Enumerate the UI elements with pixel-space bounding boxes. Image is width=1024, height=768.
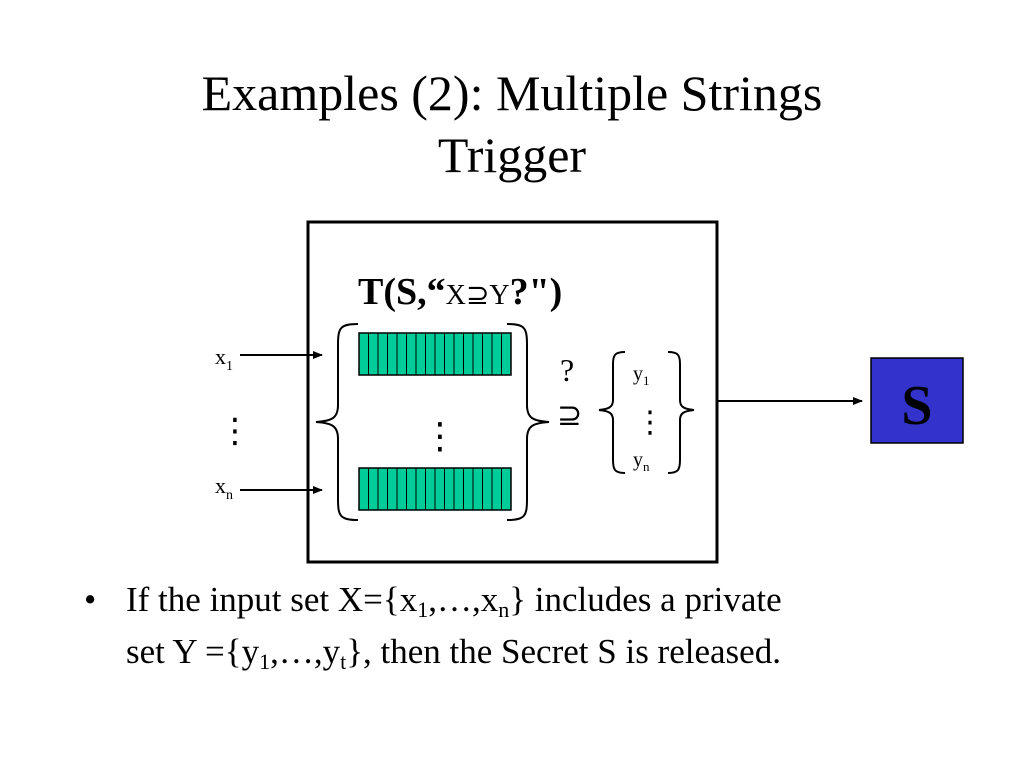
bullet-symbol: • [84,580,97,619]
input-x1: x1 [215,344,233,374]
bullet-line2: set Y ={y1,…,yt}, then the Secret S is r… [126,632,781,674]
question-mark: ? [560,352,574,388]
trigger-label-y: Y [489,280,509,311]
small-right-brace [667,351,695,474]
input-xn: xn [215,473,233,503]
trigger-label-x: X [446,280,466,311]
slide-title: Examples (2): Multiple Strings Trigger [0,62,1024,186]
small-left-brace [598,351,626,474]
trigger-label-suffix: ?") [510,271,563,313]
input-dots: ⋮ [218,411,252,451]
bullet-text: If the input set X={x1,…,xn} includes a … [126,574,1006,678]
register-top [358,332,512,376]
bullet-line1: If the input set X={x1,…,xn} includes a … [126,580,782,622]
superset-symbol: ⊇ [557,398,582,433]
secret-box [870,357,964,444]
register-bottom [358,467,512,511]
register-dots: ⋮ [422,416,458,457]
right-brace [506,323,550,521]
secret-label: S [901,375,932,437]
slide-title-line1: Examples (2): Multiple Strings [201,65,823,121]
trigger-label-prefix: T(S,“ [358,271,446,313]
trigger-label-superset: ⊇ [466,278,489,311]
slide-title-line2: Trigger [437,127,587,183]
private-y1: y1 [633,363,650,388]
private-dots: ⋮ [635,405,665,440]
trigger-label: T(S,“X⊇Y?") [358,271,562,313]
private-yn: yn [633,449,650,474]
left-brace [315,323,359,521]
